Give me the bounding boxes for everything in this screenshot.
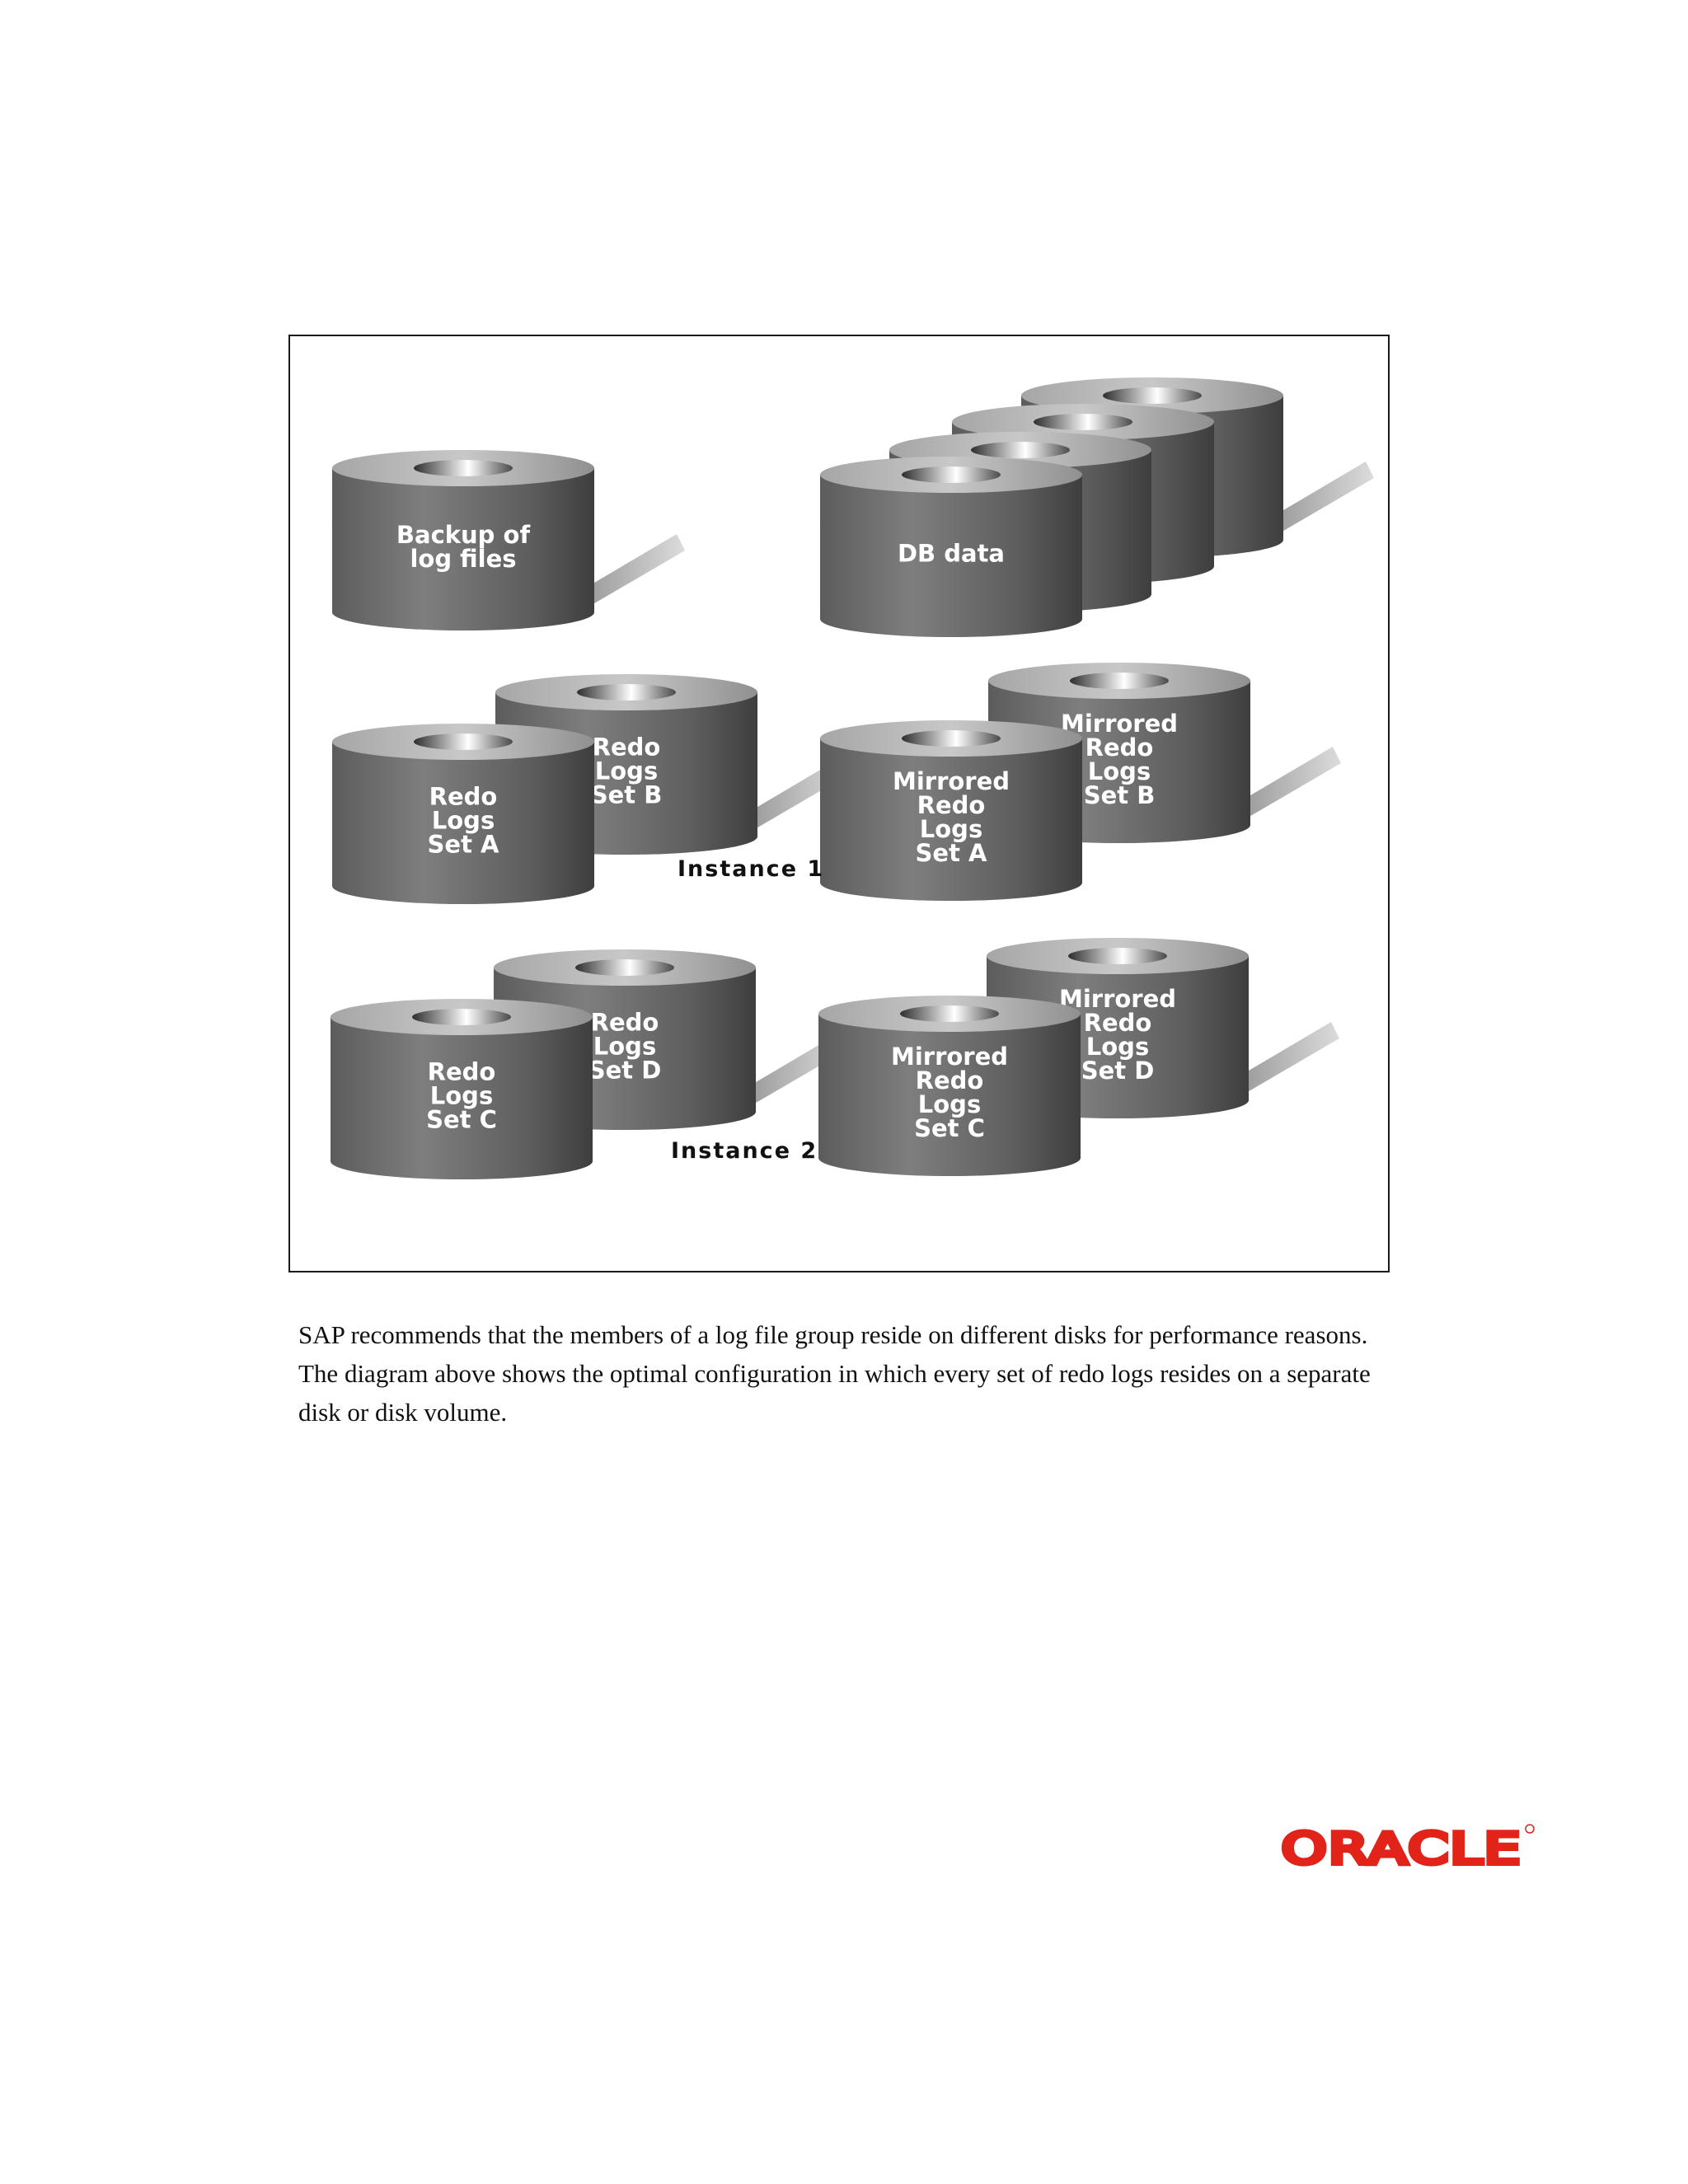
oracle-logo: ORACLE — [1280, 1822, 1535, 1872]
instance-1-label: Instance 1 — [678, 856, 824, 882]
body-paragraph: SAP recommends that the members of a log… — [298, 1320, 1371, 1427]
db-data-disk-1-label: DB data — [898, 540, 1005, 568]
instance-2-label: Instance 2 — [671, 1138, 818, 1164]
oracle-logo-text: ORACLE — [1282, 1825, 1522, 1872]
db-data-disk-1: DB data — [820, 457, 1082, 637]
